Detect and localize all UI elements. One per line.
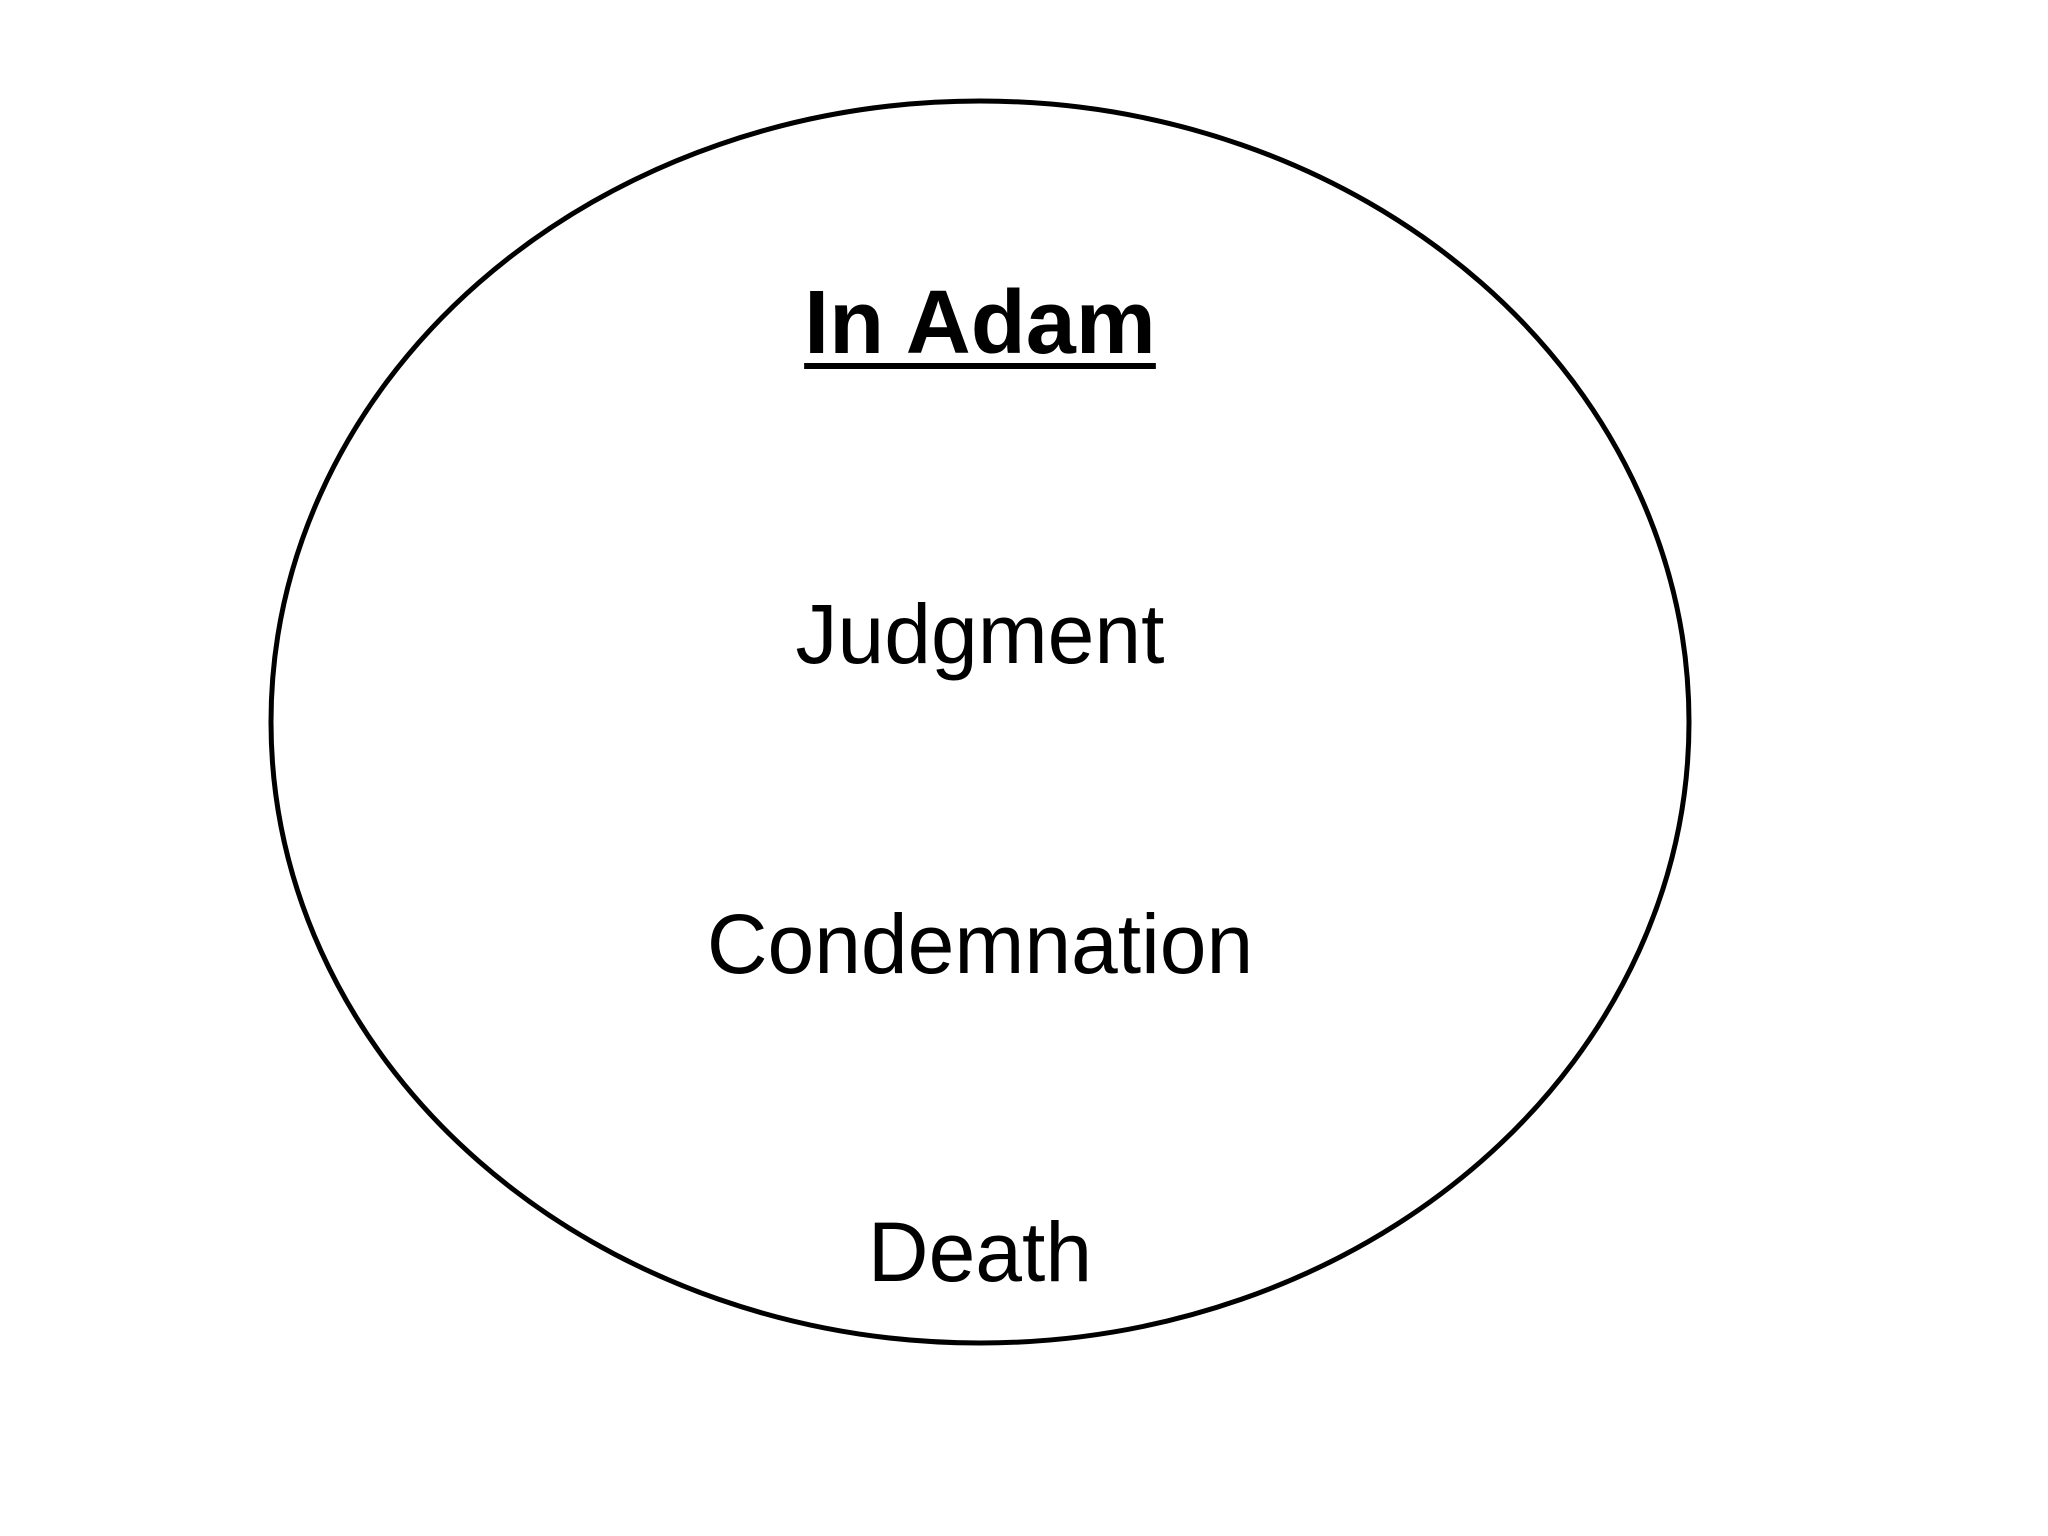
adam-circle bbox=[268, 98, 1692, 1346]
circle-label-condemnation: Condemnation bbox=[706, 897, 1254, 991]
circle-label-judgment: Judgment bbox=[795, 587, 1165, 681]
circle-title: In Adam bbox=[804, 273, 1156, 373]
circle-label-death: Death bbox=[867, 1205, 1093, 1299]
